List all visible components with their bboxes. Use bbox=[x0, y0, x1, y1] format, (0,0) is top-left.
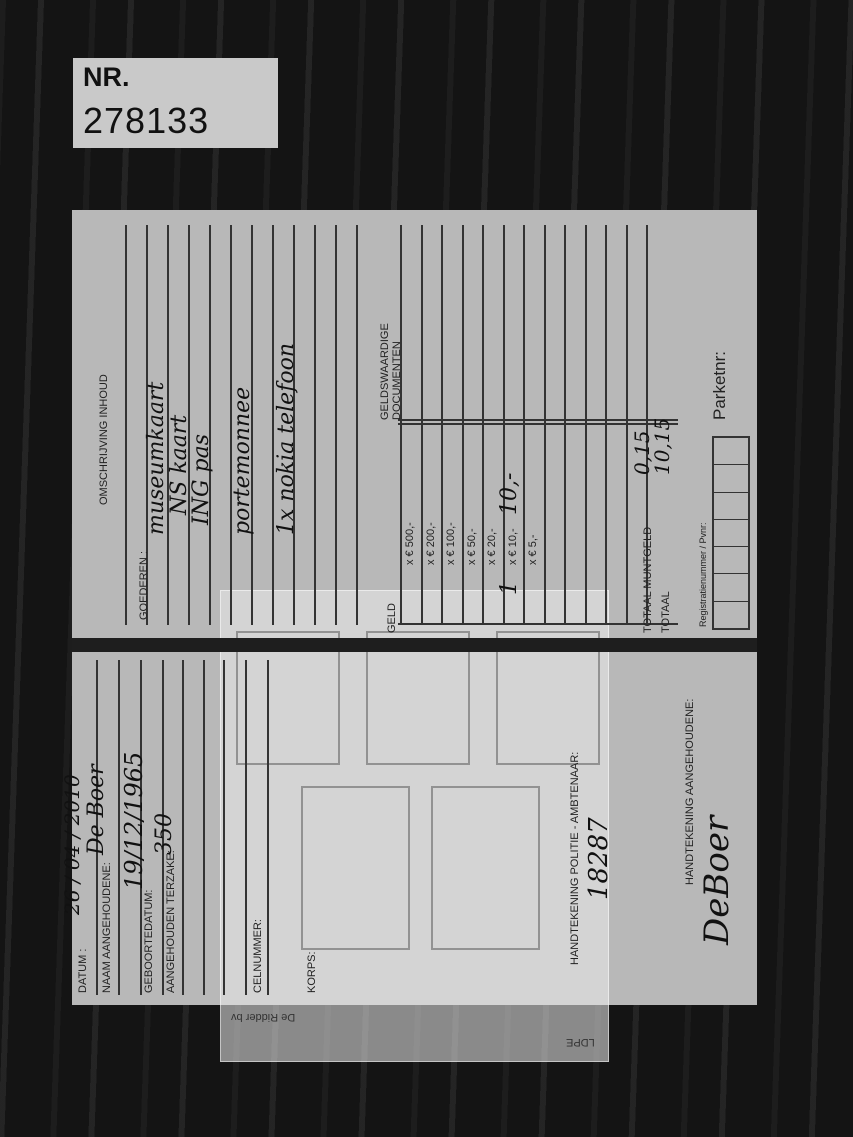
goederen-item: portemonnee bbox=[230, 386, 255, 535]
form-rule-line bbox=[420, 225, 423, 625]
documents-label: DOCUMENTEN bbox=[391, 341, 403, 420]
denomination: x € 200,- bbox=[425, 522, 437, 565]
registratie-boxes bbox=[712, 436, 750, 630]
form-rule-line bbox=[335, 225, 337, 625]
handtekening-aangehoudene-label: HANDTEKENING AANGEHOUDENE: bbox=[684, 698, 696, 885]
form-rule-line bbox=[267, 660, 269, 995]
totaal-muntgeld-label: TOTAAL MUNTGELD bbox=[642, 526, 654, 633]
form-rule-line bbox=[356, 225, 358, 625]
instruction-insert-sheet: De Ridder bv LDPE bbox=[220, 590, 609, 1062]
form-rule-line bbox=[502, 225, 505, 625]
form-rule-line bbox=[543, 225, 546, 625]
form-rule-line bbox=[625, 225, 628, 625]
form-rule-line bbox=[223, 660, 225, 995]
form-fold-divider bbox=[72, 638, 757, 652]
form-rule-line bbox=[584, 225, 587, 625]
form-rule-line bbox=[482, 225, 484, 625]
naam-label: NAAM AANGEHOUDENE: bbox=[101, 862, 113, 993]
documents-label: GELDSWAARDIGE bbox=[379, 323, 391, 420]
form-rule-line bbox=[605, 225, 607, 625]
celnummer-label: CELNUMMER: bbox=[252, 919, 264, 993]
korps-label: KORPS: bbox=[306, 951, 318, 993]
handtekening-politie-label: HANDTEKENING POLITIE - AMBTENAAR: bbox=[569, 751, 581, 965]
form-rule-line bbox=[245, 660, 247, 995]
form-rule-line bbox=[314, 225, 316, 625]
goederen-label: GOEDEREN : bbox=[138, 550, 150, 620]
count-10: 1 bbox=[497, 581, 522, 595]
insert-brand: De Ridder bv bbox=[231, 1011, 296, 1023]
form-rule-line bbox=[182, 660, 184, 995]
evidence-form: DATUM : 26 / 04 / 2010 NAAM AANGEHOUDENE… bbox=[60, 210, 757, 1005]
goederen-item: 1x nokia telefoon bbox=[274, 342, 299, 535]
datum-value: 26 / 04 / 2010 bbox=[60, 774, 84, 915]
form-rule-line bbox=[125, 225, 127, 625]
form-rule-line bbox=[398, 623, 678, 625]
denomination: x € 500,- bbox=[404, 522, 416, 565]
geld-label: GELD bbox=[386, 603, 398, 633]
amount-10: 10,- bbox=[497, 472, 522, 515]
geboortedatum-label: GEBOORTEDATUM: bbox=[143, 889, 155, 994]
geboortedatum-value: 19/12/1965 bbox=[120, 751, 148, 890]
totaal-label: TOTAAL bbox=[660, 591, 672, 633]
parketnr-label: Parketnr: bbox=[710, 351, 729, 420]
form-rule-line bbox=[523, 225, 525, 625]
totaal-value: 10,15 bbox=[650, 417, 674, 475]
contents-title: OMSCHRIJVING INHOUD bbox=[98, 374, 110, 505]
registratie-label: Registratienummer / Pvnr: bbox=[698, 522, 708, 627]
datum-label: DATUM : bbox=[77, 948, 89, 993]
form-rule-line bbox=[209, 225, 211, 625]
denomination: x € 10,- bbox=[507, 528, 519, 565]
form-rule-line bbox=[400, 225, 402, 625]
terzake-label: AANGEHOUDEN TERZAKE: bbox=[165, 850, 177, 993]
terzake-value: 350 bbox=[152, 813, 177, 855]
denomination: x € 50,- bbox=[466, 528, 478, 565]
handtekening-politie-value: 18287 bbox=[584, 817, 614, 900]
handtekening-aangehoudene-signature: DeBoer bbox=[697, 815, 737, 945]
form-rule-line bbox=[461, 225, 464, 625]
number-label: NR. 278133 bbox=[73, 58, 278, 148]
form-rule-line bbox=[564, 225, 566, 625]
goederen-item: museumkaart bbox=[144, 381, 169, 535]
form-rule-line bbox=[398, 423, 678, 425]
naam-value: De Boer bbox=[84, 764, 109, 855]
form-rule-line bbox=[398, 419, 678, 421]
denomination: x € 5,- bbox=[527, 534, 539, 565]
recycle-label: LDPE bbox=[566, 1036, 595, 1048]
form-rule-line bbox=[203, 660, 205, 995]
nr-value: 278133 bbox=[83, 100, 210, 141]
goederen-item: ING pas bbox=[189, 434, 214, 525]
denomination: x € 100,- bbox=[445, 522, 457, 565]
nr-title: NR. bbox=[83, 62, 130, 92]
denomination: x € 20,- bbox=[486, 528, 498, 565]
form-rule-line bbox=[441, 225, 443, 625]
